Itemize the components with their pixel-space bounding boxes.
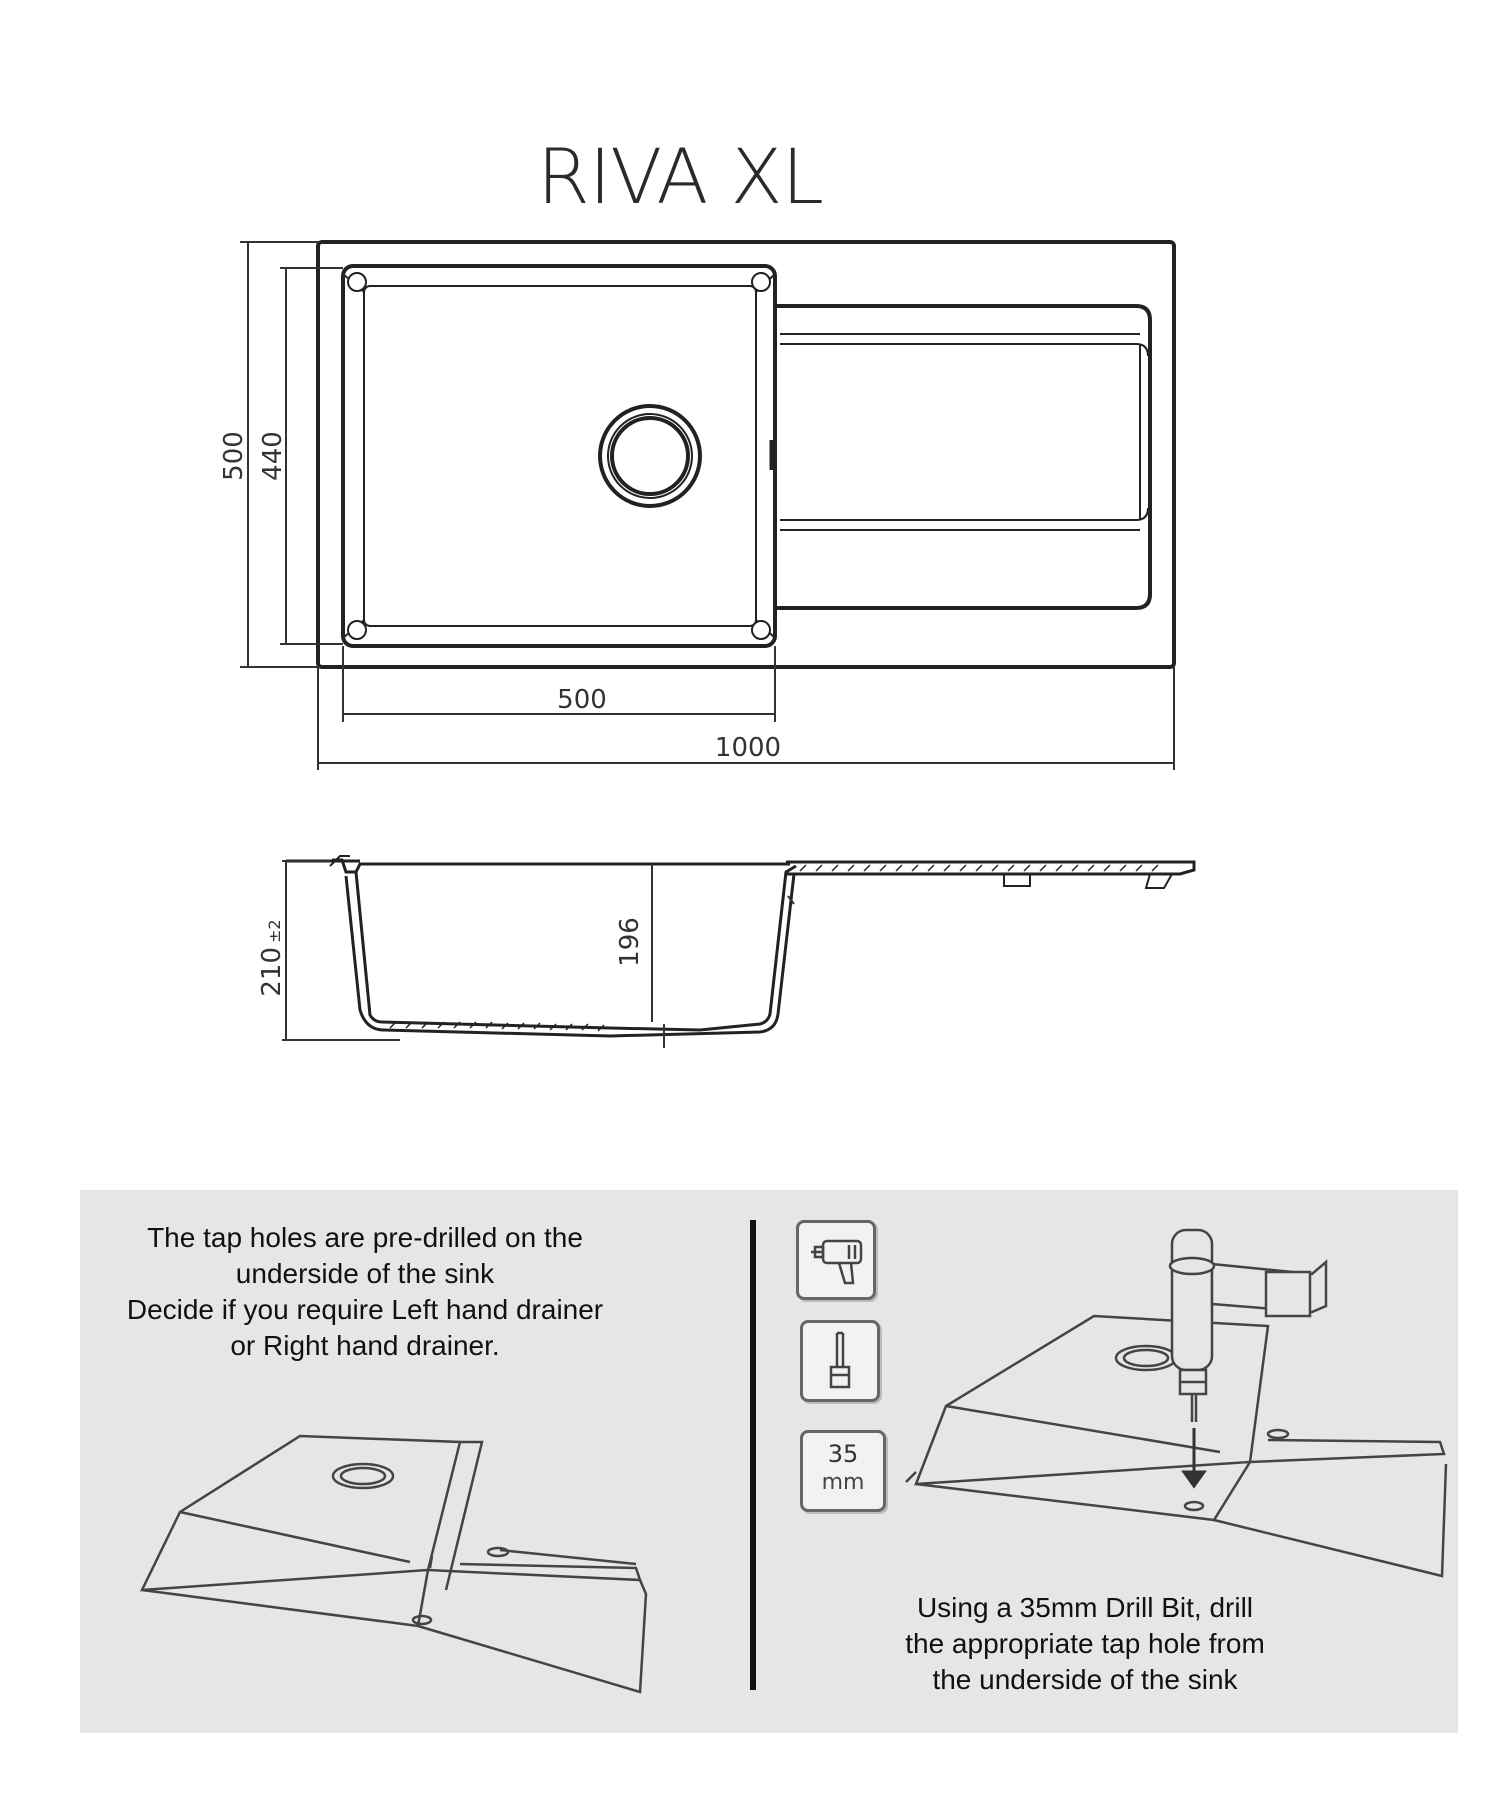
technical-drawing: RIVA XL [219, 132, 1196, 1048]
sink-outline [316, 240, 1176, 669]
drill-icon [1168, 1228, 1328, 1422]
left-instruction-line: The tap holes are pre-drilled on the [147, 1222, 583, 1253]
top-view [316, 240, 1176, 669]
bowl-depth-label: 440 [258, 431, 288, 481]
drill-down-arrow-icon [1181, 1428, 1207, 1489]
sink-isometric-illustration [139, 1434, 648, 1694]
overall-depth-label: 500 [219, 431, 249, 481]
bit-size-value: 35 [827, 1440, 859, 1468]
drill-bit-tool-icon [800, 1320, 880, 1402]
right-instruction-text: Using a 35mm Drill Bit, drill the approp… [770, 1590, 1400, 1698]
bowl-height-label: 196 [615, 917, 645, 967]
drill-tool-icon [796, 1220, 876, 1300]
drill-icon [811, 1239, 863, 1285]
left-instruction-line: underside of the sink [235, 1258, 495, 1289]
right-instruction-line: Using a 35mm Drill Bit, drill [916, 1592, 1254, 1623]
product-title: RIVA XL [537, 132, 824, 221]
right-instruction-line: the appropriate tap hole from [905, 1628, 1265, 1659]
bowl-outline [341, 264, 777, 648]
side-view-dimensions [282, 860, 795, 1048]
bit-size-unit: mm [821, 1470, 865, 1495]
bit-size-badge: 35 mm [800, 1430, 886, 1512]
right-instruction-line: the underside of the sink [932, 1664, 1238, 1695]
instruction-illustrations [139, 1228, 1448, 1694]
bowl-width-label: 500 [557, 685, 607, 715]
side-dimension-labels: 210±2 196 [257, 917, 645, 996]
left-instruction-line: Decide if you require Left hand drainer [126, 1294, 604, 1325]
dimension-labels: 500 440 500 1000 [219, 431, 781, 763]
top-view-dimensions [240, 241, 1175, 770]
left-instruction-text: The tap holes are pre-drilled on the und… [80, 1220, 650, 1364]
total-height-label: 210±2 [257, 919, 287, 996]
side-view [286, 855, 1196, 1038]
instructions-panel: The tap holes are pre-drilled on the und… [80, 1190, 1458, 1733]
drill-bit-icon [829, 1331, 851, 1389]
drainer-outline [775, 304, 1152, 610]
panel-divider [750, 1220, 756, 1690]
sink-dimension-drawing: 500 440 500 1000 [219, 240, 1196, 1048]
overall-width-label: 1000 [715, 733, 781, 763]
waste-outlet [598, 404, 702, 508]
left-instruction-line: or Right hand drainer. [230, 1330, 500, 1361]
